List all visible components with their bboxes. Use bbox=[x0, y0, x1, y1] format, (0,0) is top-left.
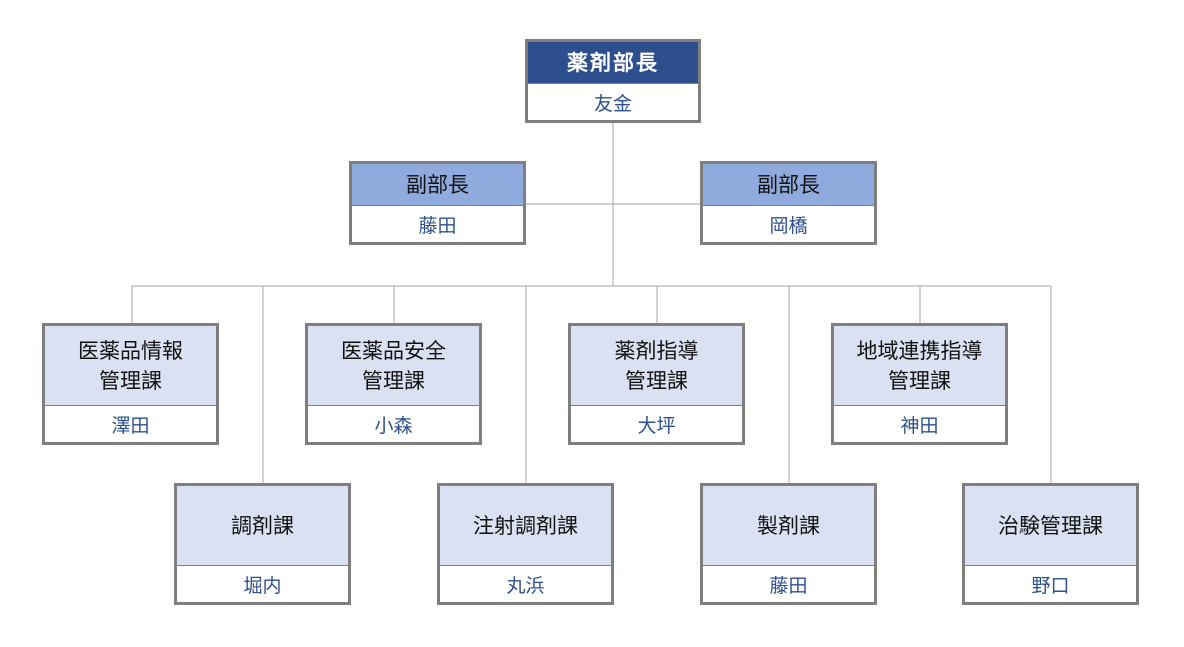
section-title-line2: 管理課 bbox=[362, 368, 425, 393]
section-title-line2: 管理課 bbox=[99, 368, 162, 393]
section-name: 藤田 bbox=[769, 574, 808, 597]
section-title-line1: 医薬品安全 bbox=[341, 338, 446, 363]
section-name: 神田 bbox=[900, 414, 939, 437]
vice-name: 藤田 bbox=[418, 214, 457, 237]
section-name: 野口 bbox=[1031, 574, 1070, 597]
section-node-shidou: 薬剤指導 管理課 大坪 bbox=[568, 323, 745, 445]
section-node-seizai: 製剤課 藤田 bbox=[700, 483, 877, 605]
section-node-chouzai: 調剤課 堀内 bbox=[174, 483, 351, 605]
section-node-chiken: 治験管理課 野口 bbox=[962, 483, 1139, 605]
section-name: 澤田 bbox=[111, 414, 150, 437]
section-title: 製剤課 bbox=[703, 486, 874, 566]
head-node: 薬剤部長 友金 bbox=[525, 39, 701, 123]
section-name: 丸浜 bbox=[506, 574, 545, 597]
section-node-chiiki: 地域連携指導 管理課 神田 bbox=[831, 323, 1008, 445]
head-name: 友金 bbox=[593, 92, 632, 115]
vice-node-right: 副部長 岡橋 bbox=[700, 161, 877, 245]
section-title-line2: 管理課 bbox=[888, 368, 951, 393]
section-name: 小森 bbox=[374, 414, 413, 437]
section-title: 医薬品安全 管理課 bbox=[308, 326, 479, 406]
section-title-line1: 地域連携指導 bbox=[856, 338, 983, 363]
section-title: 治験管理課 bbox=[965, 486, 1136, 566]
section-title: 地域連携指導 管理課 bbox=[834, 326, 1005, 406]
section-title-line1: 薬剤指導 bbox=[614, 338, 699, 363]
section-node-jouhou: 医薬品情報 管理課 澤田 bbox=[42, 323, 219, 445]
vice-title: 副部長 bbox=[703, 164, 874, 206]
section-title: 医薬品情報 管理課 bbox=[45, 326, 216, 406]
vice-name: 岡橋 bbox=[769, 214, 808, 237]
section-node-chusha: 注射調剤課 丸浜 bbox=[437, 483, 614, 605]
section-title: 薬剤指導 管理課 bbox=[571, 326, 742, 406]
section-title: 注射調剤課 bbox=[440, 486, 611, 566]
section-node-anzen: 医薬品安全 管理課 小森 bbox=[305, 323, 482, 445]
vice-title: 副部長 bbox=[352, 164, 523, 206]
section-title: 調剤課 bbox=[177, 486, 348, 566]
section-name: 堀内 bbox=[243, 574, 282, 597]
section-name: 大坪 bbox=[637, 414, 676, 437]
head-title: 薬剤部長 bbox=[528, 42, 698, 84]
vice-node-left: 副部長 藤田 bbox=[349, 161, 526, 245]
section-title-line1: 医薬品情報 bbox=[78, 338, 183, 363]
section-title-line2: 管理課 bbox=[625, 368, 688, 393]
